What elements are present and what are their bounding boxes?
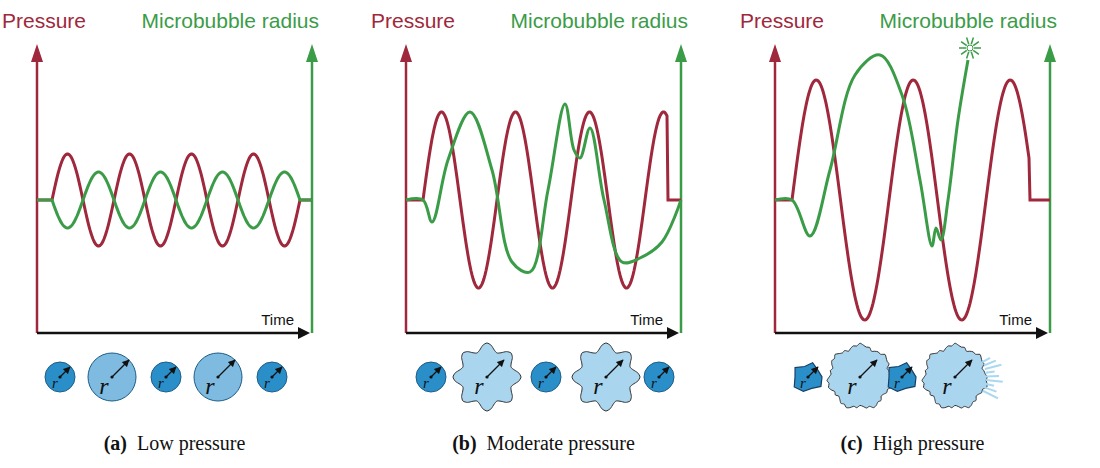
microbubble <box>572 343 640 411</box>
microbubble <box>257 362 287 392</box>
axis-title: Pressure <box>2 10 86 31</box>
microbubble <box>794 363 822 392</box>
panel-plot <box>769 38 1056 339</box>
axis-title: Microbubble radius <box>142 10 319 31</box>
microbubble <box>922 343 1003 408</box>
radius-symbol: r <box>651 376 657 391</box>
microbubble <box>416 362 446 392</box>
radius-symbol: r <box>847 374 856 398</box>
panel-plot <box>31 44 318 339</box>
microbubble <box>644 362 674 392</box>
microbubble <box>88 353 136 401</box>
radius-symbol: r <box>593 374 602 398</box>
panel-plot <box>400 44 687 339</box>
microbubble <box>827 343 892 408</box>
caption-text: High pressure <box>873 432 985 455</box>
axis-title: Microbubble radius <box>880 10 1057 31</box>
axis-title: Pressure <box>740 10 824 31</box>
axis-label: Time <box>999 312 1032 327</box>
microbubble <box>531 362 561 392</box>
radius-symbol: r <box>474 374 483 398</box>
radius-symbol: r <box>423 376 429 391</box>
axis-title: Microbubble radius <box>511 10 688 31</box>
panel-letter: (a) <box>104 432 127 455</box>
axis-label: Time <box>630 312 663 327</box>
radius-symbol: r <box>894 376 900 391</box>
microbubble <box>888 363 916 392</box>
caption-text: Low pressure <box>137 432 245 455</box>
panel-caption: (b) Moderate pressure <box>452 432 635 455</box>
radius-symbol: r <box>205 374 214 398</box>
radius-symbol: r <box>264 376 270 391</box>
panel-letter: (c) <box>841 432 863 455</box>
microbubble <box>45 362 75 392</box>
panel-caption: (c) High pressure <box>841 432 985 455</box>
radius-symbol: r <box>538 376 544 391</box>
axis-label: Time <box>261 312 294 327</box>
radius-symbol: r <box>99 374 108 398</box>
radius-symbol: r <box>800 376 806 391</box>
radius-symbol: r <box>942 374 951 398</box>
radius-symbol: r <box>158 376 164 391</box>
microbubble <box>194 353 242 401</box>
axis-title: Pressure <box>371 10 455 31</box>
radius-symbol: r <box>52 376 58 391</box>
panel-caption: (a) Low pressure <box>104 432 246 455</box>
microbubble <box>151 362 181 392</box>
panel-letter: (b) <box>452 432 476 455</box>
microbubble <box>453 343 521 411</box>
caption-text: Moderate pressure <box>487 432 635 455</box>
